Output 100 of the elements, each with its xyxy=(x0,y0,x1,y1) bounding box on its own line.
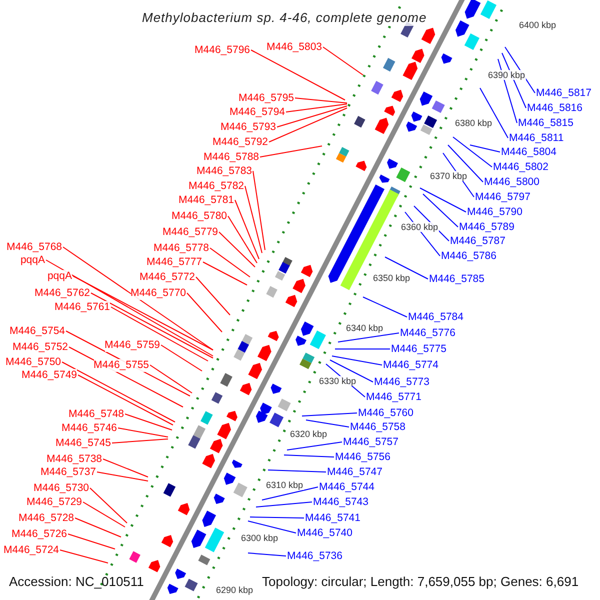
leader-line xyxy=(112,438,168,444)
leader-line xyxy=(286,104,348,112)
gene-label: M446_5744 xyxy=(319,480,374,494)
gene-label: M446_5772 xyxy=(140,270,195,284)
position-tick-label: 6300 kbp xyxy=(240,533,280,543)
gene-label: M446_5729 xyxy=(26,496,82,508)
gene-label: M446_5783 xyxy=(196,164,252,178)
leader-line xyxy=(96,472,148,482)
gene-label: M446_5758 xyxy=(350,420,406,434)
leader-line xyxy=(46,260,214,356)
leader-line xyxy=(276,106,348,128)
genome-info-text: Topology: circular; Length: 7,659,055 bp; Genes: 6,691 xyxy=(262,574,579,590)
gene-label: M446_5757 xyxy=(343,436,398,448)
gene-label: M446_5817 xyxy=(536,86,592,100)
leader-line xyxy=(68,534,116,550)
genome-info-text: Accession: NC_010511 xyxy=(9,574,144,590)
leader-line xyxy=(110,306,208,362)
leader-line xyxy=(82,502,126,528)
leader-line xyxy=(186,292,222,332)
leader-line xyxy=(362,296,408,318)
leader-line xyxy=(284,454,334,458)
leader-line xyxy=(338,332,400,342)
leader-line xyxy=(72,276,214,350)
gene-label: pqqA xyxy=(20,254,45,266)
gene-label: M446_5736 xyxy=(287,550,342,562)
leader-line xyxy=(384,256,428,280)
gene-label: M446_5811 xyxy=(509,132,564,144)
gene-label: M446_5770 xyxy=(130,286,186,300)
leader-line xyxy=(160,344,202,372)
leader-line xyxy=(244,186,262,254)
position-tick-label: 6290 kbp xyxy=(215,585,254,595)
gene-label: M446_5762 xyxy=(34,286,90,300)
gene-label: M446_5752 xyxy=(12,340,68,354)
gene-label: pqqA xyxy=(47,270,72,282)
leader-line xyxy=(90,292,214,358)
leader-line xyxy=(150,364,192,394)
gene-label: M446_5787 xyxy=(450,234,506,248)
gene-label: M446_5726 xyxy=(12,528,67,540)
gene-label: M446_5748 xyxy=(68,408,124,420)
gene-label: M446_5816 xyxy=(527,102,582,114)
position-tick-label: 6340 kbp xyxy=(345,323,384,333)
gene-label: M446_5786 xyxy=(441,250,496,262)
leader-line xyxy=(248,552,286,556)
gene-label: M446_5790 xyxy=(467,206,522,218)
gene-label: M446_5793 xyxy=(220,120,276,134)
gene-label: M446_5792 xyxy=(212,136,268,148)
gene-label: M446_5737 xyxy=(40,466,96,478)
gene-label: M446_5760 xyxy=(358,406,414,420)
gene-label: M446_5756 xyxy=(335,450,390,464)
gene-label: M446_5781 xyxy=(178,194,234,206)
leader-line xyxy=(330,360,374,382)
gene-label: M446_5779 xyxy=(162,226,218,238)
gene-label: M446_5771 xyxy=(366,390,422,404)
leader-line xyxy=(210,248,250,278)
leader-line xyxy=(332,356,382,366)
gene-label: M446_5794 xyxy=(230,106,285,118)
leader-line xyxy=(62,362,176,422)
gene-label: M446_5795 xyxy=(238,92,294,104)
leader-line xyxy=(218,232,256,268)
gene-label: M446_5776 xyxy=(400,326,456,340)
gene-label: M446_5796 xyxy=(194,44,250,56)
leader-line xyxy=(74,518,122,538)
leader-line xyxy=(302,412,358,416)
leader-line xyxy=(60,550,108,564)
gene-label: M446_5803 xyxy=(266,40,322,54)
gene-label: M446_5738 xyxy=(46,452,102,466)
leader-line xyxy=(322,46,364,76)
leader-line xyxy=(452,136,492,168)
leader-line xyxy=(448,144,484,182)
gene-label: M446_5741 xyxy=(305,512,360,524)
gene-label: M446_5815 xyxy=(518,116,574,130)
leader-line xyxy=(306,420,350,428)
gene-label: M446_5784 xyxy=(408,310,464,324)
gene-label: M446_5749 xyxy=(22,368,77,382)
gene-label: M446_5745 xyxy=(56,436,111,450)
leader-line xyxy=(78,374,174,426)
leader-line xyxy=(470,144,500,152)
position-tick-label: 6370 kbp xyxy=(429,171,468,181)
leader-line xyxy=(480,88,508,138)
leader-line xyxy=(262,486,318,500)
leader-line xyxy=(248,520,296,534)
gene-label: M446_5789 xyxy=(459,220,514,234)
gene-label: M446_5778 xyxy=(154,242,209,254)
leader-line xyxy=(196,276,230,316)
gene-label: M446_5740 xyxy=(297,526,352,540)
gene-label: M446_5804 xyxy=(501,146,556,158)
gene-label: M446_5759 xyxy=(104,338,160,352)
leader-line xyxy=(286,442,342,450)
position-tick-label: 6350 kbp xyxy=(372,273,412,283)
gene-label: M446_5750 xyxy=(6,356,61,368)
leader-line xyxy=(422,194,458,228)
leader-line xyxy=(62,246,214,350)
gene-label: M446_5797 xyxy=(475,190,530,204)
gene-label: M446_5774 xyxy=(383,358,438,372)
leader-line xyxy=(90,488,128,524)
gene-label: M446_5730 xyxy=(34,482,89,494)
gene-label: M446_5724 xyxy=(4,544,59,556)
gene-label: M446_5747 xyxy=(327,466,382,478)
gene-label: M446_5743 xyxy=(313,496,368,508)
leader-line xyxy=(124,414,172,430)
